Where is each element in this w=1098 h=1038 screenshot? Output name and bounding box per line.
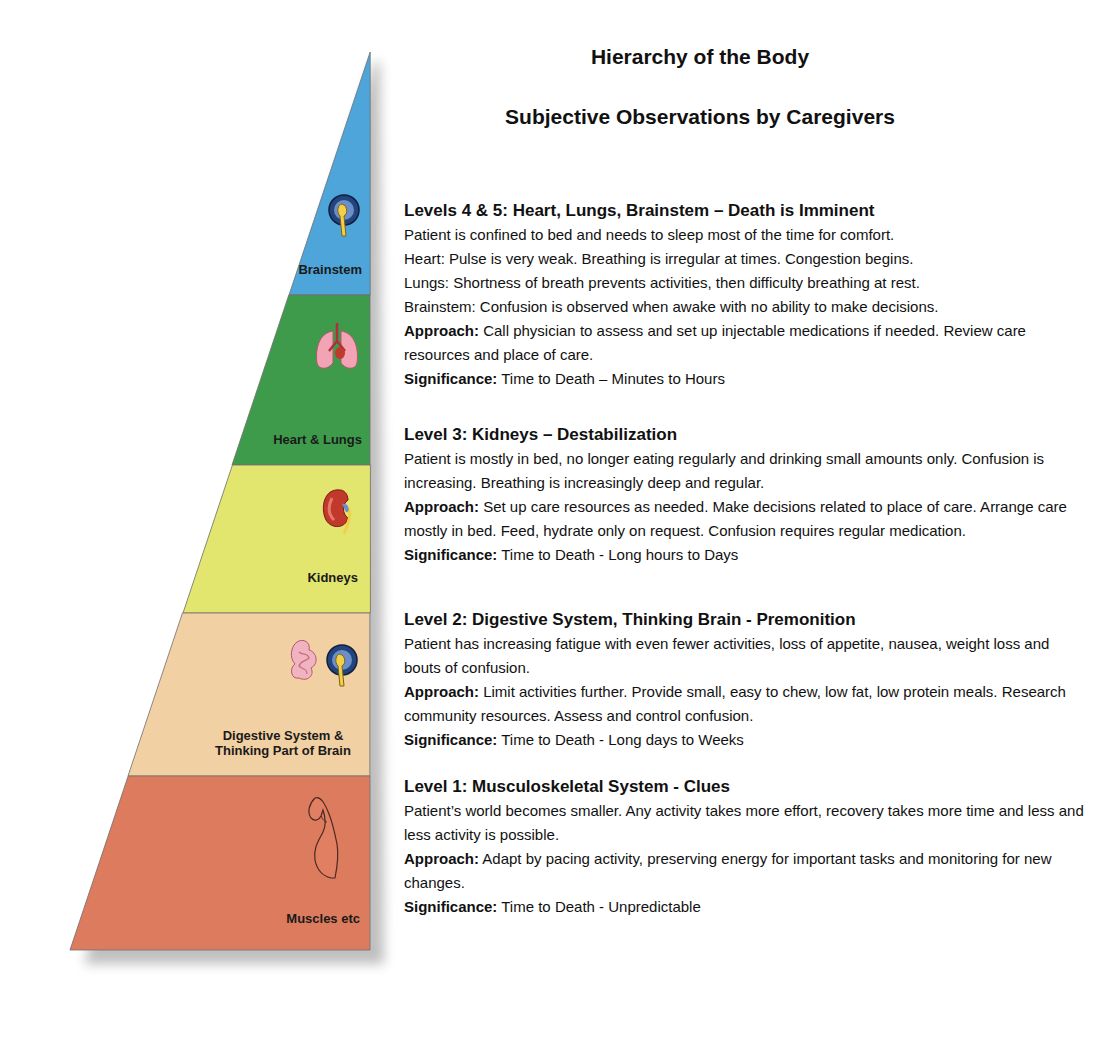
band-label: Digestive System & Thinking Part of Brai… [198, 728, 368, 758]
level-group: Levels 4 & 5: Heart, Lungs, Brainstem – … [404, 199, 1090, 391]
band-fill [232, 295, 370, 465]
level-text: Significance: Time to Death – Minutes to… [404, 367, 1090, 391]
level-text: Significance: Time to Death - Long days … [404, 728, 1090, 752]
brain-icon [329, 195, 359, 236]
level-text: Brainstem: Confusion is observed when aw… [404, 295, 1090, 319]
pyramid-band: Brainstem [289, 52, 370, 295]
band-label: Kidneys [268, 570, 358, 585]
level-text: Patient has increasing fatigue with even… [404, 632, 1090, 680]
lungs-icon [317, 323, 358, 368]
brain-icon [327, 645, 357, 686]
level-heading: Levels 4 & 5: Heart, Lungs, Brainstem – … [404, 199, 1090, 223]
band-label: Brainstem [272, 262, 362, 277]
level-text: Approach: Adapt by pacing activity, pres… [404, 847, 1090, 895]
band-label: Muscles etc [250, 911, 360, 926]
band-label: Heart & Lungs [242, 432, 362, 447]
band-shape [183, 465, 370, 613]
pyramid-band: Kidneys [183, 465, 370, 613]
intestines-icon [291, 640, 316, 679]
band-fill [70, 776, 370, 950]
level-text: Approach: Call physician to assess and s… [404, 319, 1090, 367]
level-group: Level 2: Digestive System, Thinking Brai… [404, 608, 1090, 752]
level-heading: Level 3: Kidneys – Destabilization [404, 423, 1090, 447]
band-fill [289, 52, 370, 295]
band-fill [183, 465, 370, 613]
level-group: Level 3: Kidneys – DestabilizationPatien… [404, 423, 1090, 567]
arm-icon [309, 798, 338, 878]
level-text: Patient’s world becomes smaller. Any act… [404, 799, 1090, 847]
level-text: Approach: Limit activities further. Prov… [404, 680, 1090, 728]
diagram-title: Hierarchy of the Body [420, 44, 980, 70]
level-heading: Level 1: Musculoskeletal System - Clues [404, 775, 1090, 799]
pyramid-band: Digestive System & Thinking Part of Brai… [128, 613, 370, 776]
level-heading: Level 2: Digestive System, Thinking Brai… [404, 608, 1090, 632]
level-text: Significance: Time to Death - Unpredicta… [404, 895, 1090, 919]
band-fill [128, 613, 370, 776]
subtitle: Subjective Observations by Caregivers [420, 104, 980, 130]
kidney-icon [323, 490, 349, 534]
level-text: Patient is mostly in bed, no longer eati… [404, 447, 1090, 495]
level-text: Significance: Time to Death - Long hours… [404, 543, 1090, 567]
level-text: Heart: Pulse is very weak. Breathing is … [404, 247, 1090, 271]
level-group: Level 1: Musculoskeletal System - CluesP… [404, 775, 1090, 919]
level-text: Patient is confined to bed and needs to … [404, 223, 1090, 247]
level-text: Lungs: Shortness of breath prevents acti… [404, 271, 1090, 295]
band-shape [289, 52, 370, 295]
level-text: Approach: Set up care resources as neede… [404, 495, 1090, 543]
pyramid-band: Heart & Lungs [232, 295, 370, 465]
